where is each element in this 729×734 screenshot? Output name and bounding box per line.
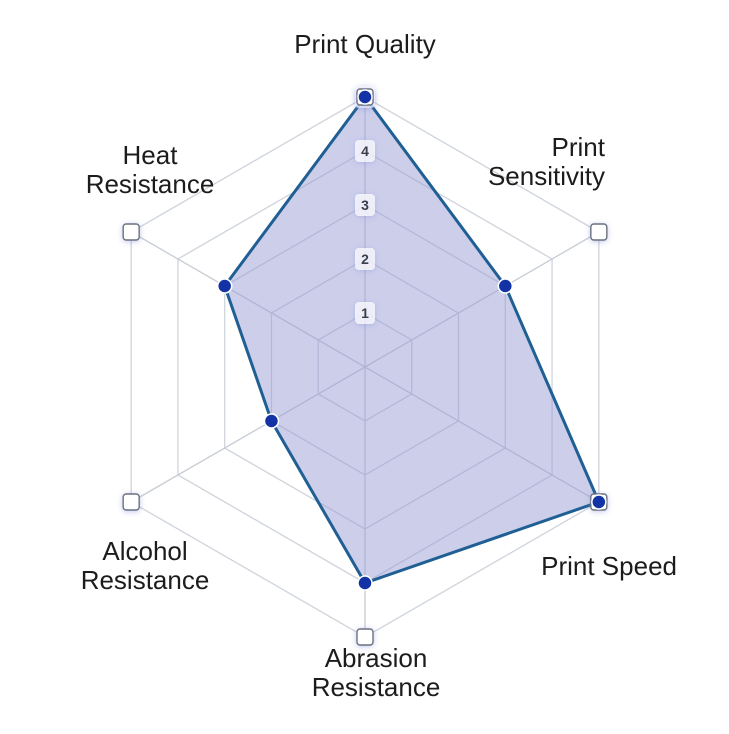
tick-label-text: 1	[361, 305, 369, 321]
tick-label: 4	[355, 140, 375, 162]
axis-label: Print Quality	[294, 29, 436, 59]
axis-end-marker	[356, 628, 374, 646]
tick-label-text: 2	[361, 251, 369, 267]
data-point	[357, 89, 373, 105]
tick-label-text: 4	[361, 143, 369, 159]
data-points	[216, 89, 607, 591]
axis-end-marker	[590, 223, 608, 241]
tick-label: 1	[355, 302, 375, 324]
axis-end-marker	[122, 223, 140, 241]
tick-label: 2	[355, 248, 375, 270]
data-point	[263, 413, 280, 429]
data-point	[497, 278, 514, 294]
data-point	[357, 575, 373, 591]
data-point	[216, 278, 233, 294]
tick-label-text: 3	[361, 197, 369, 213]
tick-label: 3	[355, 194, 375, 216]
data-point	[591, 494, 607, 510]
axis-label: Print Speed	[541, 551, 677, 581]
axis-end-marker	[122, 493, 140, 511]
